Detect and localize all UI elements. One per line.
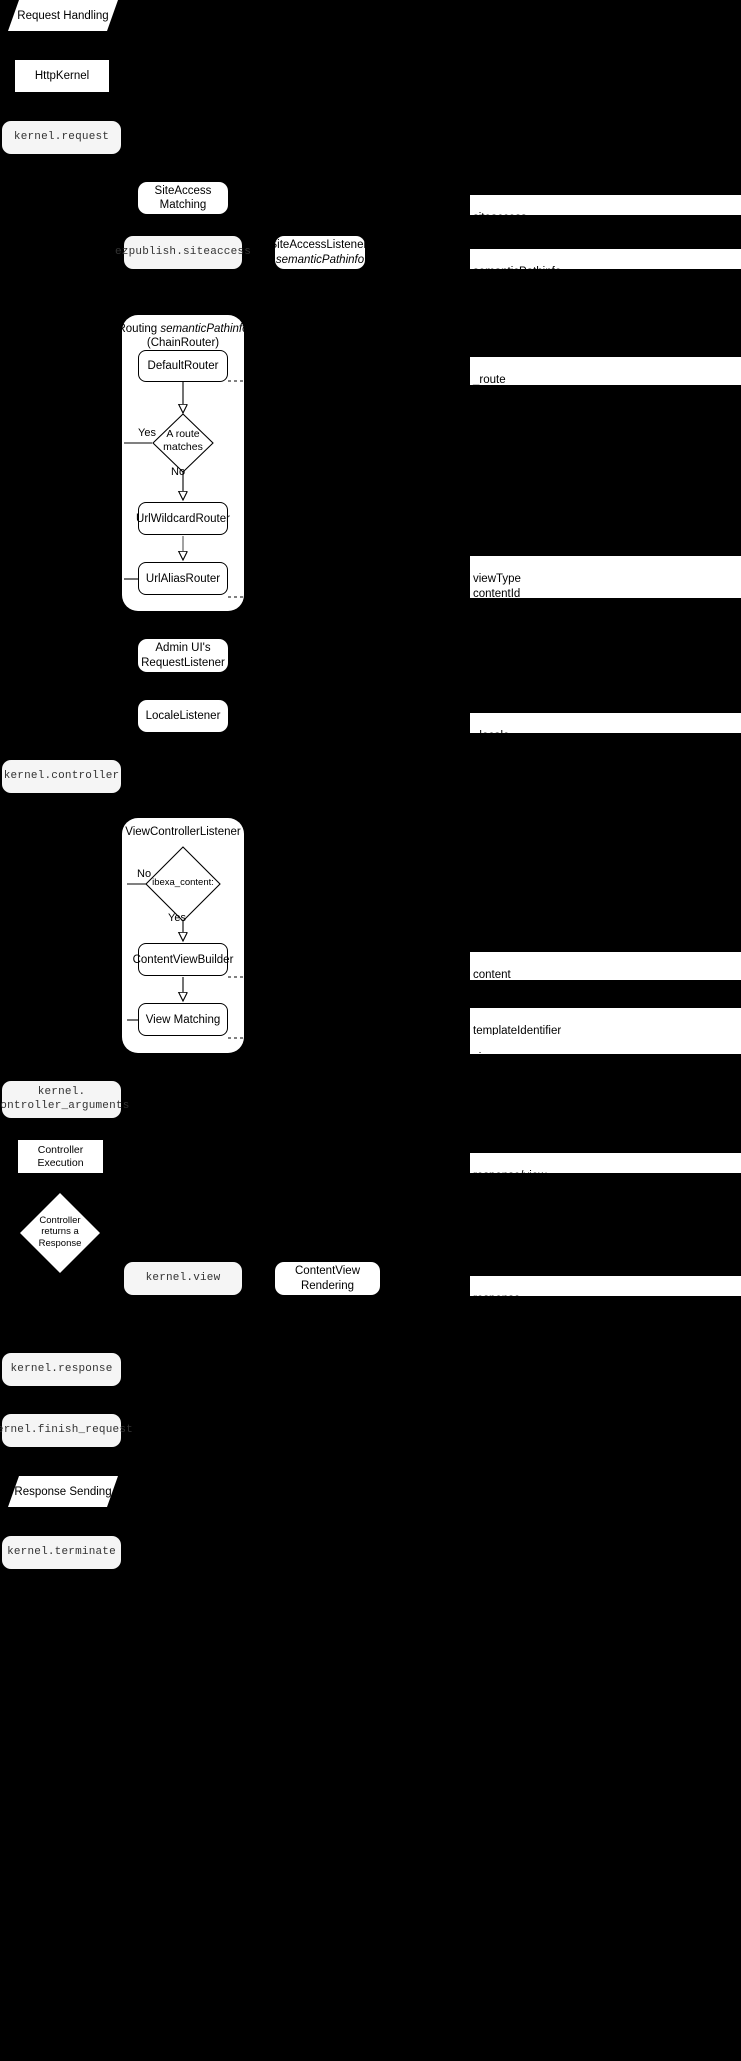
event-kernel-response[interactable]: kernel.response xyxy=(2,1353,121,1386)
node-view-matching[interactable]: View Matching xyxy=(138,1003,228,1036)
event-label: kernel.view xyxy=(145,1271,221,1284)
attr-view-content-location: viewType contentId locationId xyxy=(470,556,741,615)
attr-content-location: content location xyxy=(470,952,741,996)
node-admin-ui-request-listener[interactable]: Admin UI's RequestListener xyxy=(138,639,228,672)
event-kernel-view[interactable]: kernel.view xyxy=(124,1262,242,1295)
routing-title-prefix: Routing xyxy=(117,323,161,335)
routing-title-line2: (ChainRouter) xyxy=(146,337,220,350)
node-label: UrlAliasRouter xyxy=(145,572,221,585)
event-kernel-controller[interactable]: kernel.controller xyxy=(2,760,121,793)
node-label: View Matching xyxy=(145,1013,221,1026)
event-kernel-controller-arguments[interactable]: kernel. controller_arguments xyxy=(0,1081,129,1118)
attr-text: _locale xyxy=(473,729,510,742)
banner-label: Response Sending xyxy=(14,1485,112,1498)
attr-text: content location xyxy=(473,968,513,996)
event-label: kernel.finish_request xyxy=(0,1423,133,1436)
event-label-line2: controller_arguments xyxy=(0,1099,130,1112)
node-label-line2: RequestListener xyxy=(141,656,225,669)
node-http-kernel[interactable]: HttpKernel xyxy=(15,60,109,92)
group-routing-title: Routing semanticPathinfo (ChainRouter) xyxy=(110,322,256,350)
attr-route-controller: _route _controller xyxy=(470,357,741,401)
node-label: HttpKernel xyxy=(34,69,90,82)
node-siteaccess-matching[interactable]: SiteAccess Matching xyxy=(138,182,228,214)
node-label: Controller Execution xyxy=(37,1143,84,1169)
banner-label: Request Handling xyxy=(17,9,109,22)
node-siteaccess-listener[interactable]: SiteAccessListener: semanticPathinfo xyxy=(270,236,371,269)
attr-text: _route _controller xyxy=(473,373,527,401)
attr-siteaccess: siteaccess xyxy=(470,195,741,224)
node-label: SiteAccessListener: xyxy=(269,239,371,252)
attr-text: view xyxy=(473,1051,497,1064)
attr-response: response xyxy=(470,1276,741,1305)
attr-locale: _locale xyxy=(470,713,741,742)
decision-no-label: No xyxy=(171,466,186,478)
banner-request-handling: Request Handling xyxy=(8,0,118,31)
node-locale-listener[interactable]: LocaleListener xyxy=(138,700,228,732)
attr-text: semanticPathinfo xyxy=(473,265,562,278)
node-sublabel: semanticPathinfo xyxy=(275,253,365,266)
decision-line2: matches xyxy=(163,440,203,453)
decision-ibexa-content: ibexa_content: xyxy=(145,846,221,922)
attr-template-controller: templateIdentifier controllerReference xyxy=(470,1008,741,1052)
attr-text: siteaccess xyxy=(473,211,527,224)
decision-line1: Controller xyxy=(39,1215,81,1226)
event-label: kernel.response xyxy=(10,1362,113,1375)
event-label: kernel.request xyxy=(13,130,110,143)
attr-text: response/view xyxy=(473,1169,547,1182)
attr-semantic-pathinfo: semanticPathinfo xyxy=(470,249,741,278)
node-label: ContentView Rendering xyxy=(295,1265,360,1292)
group-view-controller-listener-title: ViewControllerListener xyxy=(110,825,256,839)
diamond-shape xyxy=(20,1193,100,1273)
node-label: ContentViewBuilder xyxy=(132,953,234,966)
decision-yes-label: Yes xyxy=(168,912,186,924)
decision-route-matches: A route matches xyxy=(152,413,214,473)
banner-response-sending: Response Sending xyxy=(8,1476,118,1507)
decision-yes-label: Yes xyxy=(138,427,156,439)
event-kernel-request[interactable]: kernel.request xyxy=(2,121,121,154)
event-kernel-finish-request[interactable]: kernel.finish_request xyxy=(0,1414,133,1447)
routing-title-italic: semanticPathinfo xyxy=(160,323,249,335)
node-label: SiteAccess Matching xyxy=(154,184,212,211)
node-default-router[interactable]: DefaultRouter xyxy=(138,350,228,382)
node-controller-execution[interactable]: Controller Execution xyxy=(18,1140,103,1173)
node-label: UrlWildcardRouter xyxy=(136,512,230,525)
node-label-line1: Admin UI's xyxy=(155,642,211,655)
event-label: kernel.controller xyxy=(3,769,120,782)
attr-text: viewType contentId locationId xyxy=(473,572,523,615)
decision-line2: returns a xyxy=(41,1226,79,1238)
node-contentview-rendering[interactable]: ContentView Rendering xyxy=(275,1262,380,1295)
vcl-title: ViewControllerListener xyxy=(125,826,241,838)
event-label: ezpublish.siteaccess xyxy=(114,245,252,258)
node-label: DefaultRouter xyxy=(147,360,219,372)
node-url-alias-router[interactable]: UrlAliasRouter xyxy=(138,562,228,595)
node-label: LocaleListener xyxy=(145,709,221,722)
attr-view: view xyxy=(470,1035,741,1064)
event-ezpublish-siteaccess[interactable]: ezpublish.siteaccess xyxy=(115,236,251,269)
decision-line1: A route xyxy=(166,428,200,440)
event-kernel-terminate[interactable]: kernel.terminate xyxy=(2,1536,121,1569)
attr-text: response xyxy=(473,1292,521,1305)
decision-line3: Response xyxy=(38,1237,82,1249)
decision-no-label: No xyxy=(137,868,152,880)
decision-line1: ibexa_content: xyxy=(152,877,214,888)
attr-response-view: response/view xyxy=(470,1153,741,1182)
node-url-wildcard-router[interactable]: UrlWildcardRouter xyxy=(136,502,230,535)
event-label: kernel.terminate xyxy=(7,1545,116,1558)
decision-controller-returns-response: Controller returns a Response xyxy=(20,1193,100,1273)
node-content-view-builder[interactable]: ContentViewBuilder xyxy=(133,943,233,976)
event-label-line1: kernel. xyxy=(37,1086,86,1099)
